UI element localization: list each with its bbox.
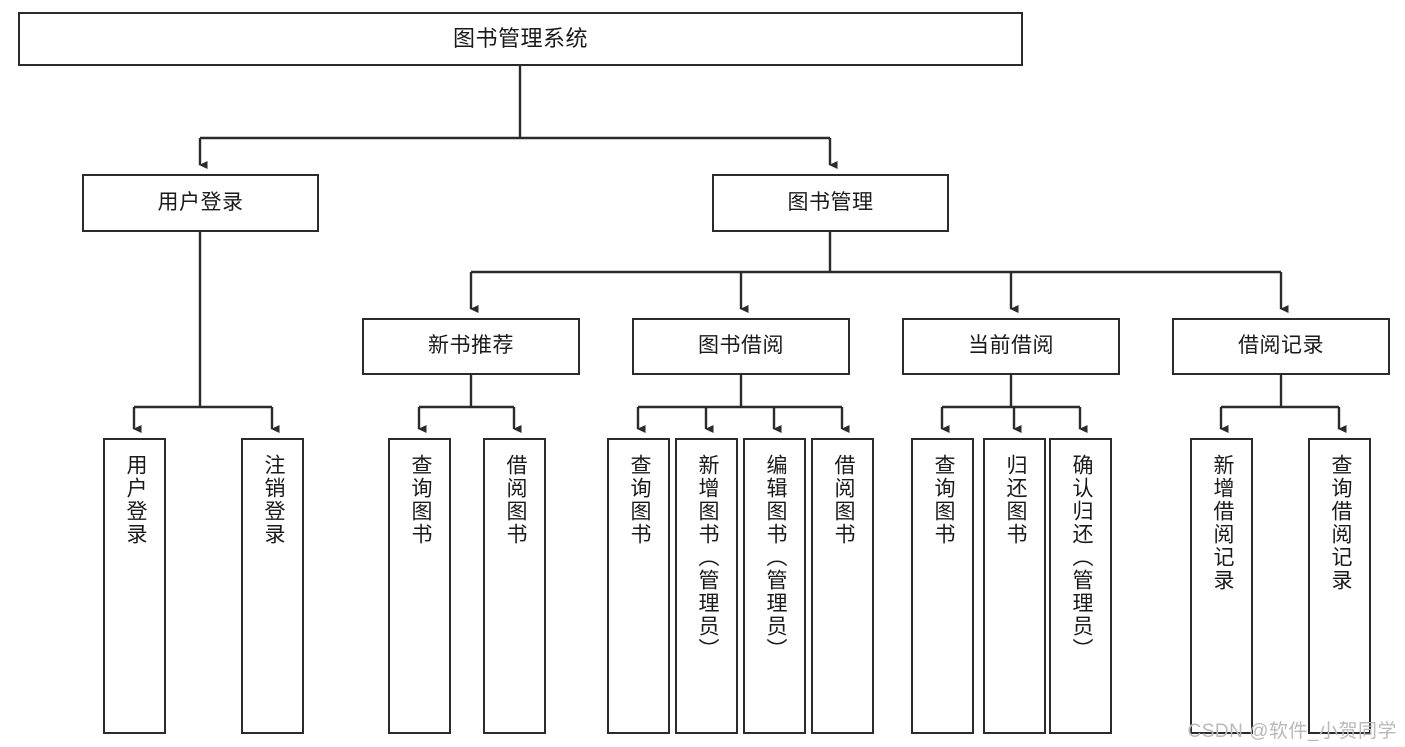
node-user-login-label: 用户登录	[157, 190, 244, 214]
node-new-book-rec-label: 新书推荐	[428, 334, 514, 358]
node-leaf-edit-book[interactable]: 编辑图书（管理员）	[743, 438, 806, 734]
node-current-borrow-label: 当前借阅	[968, 334, 1054, 358]
node-book-borrow-label: 图书借阅	[698, 334, 784, 358]
node-leaf-query-record[interactable]: 查询借阅记录	[1308, 438, 1371, 734]
node-leaf-add-record[interactable]: 新增借阅记录	[1190, 438, 1253, 734]
node-leaf-query-book-1[interactable]: 查询图书	[388, 438, 451, 734]
node-leaf-add-record-label: 新增借阅记录	[1210, 454, 1234, 592]
node-leaf-query-book-1-label: 查询图书	[408, 454, 432, 546]
node-leaf-borrow-book-1[interactable]: 借阅图书	[483, 438, 546, 734]
node-leaf-add-book-label: 新增图书（管理员）	[695, 454, 719, 661]
node-leaf-borrow-book-2-label: 借阅图书	[831, 454, 855, 546]
node-leaf-query-record-label: 查询借阅记录	[1328, 454, 1352, 592]
node-leaf-borrow-book-1-label: 借阅图书	[503, 454, 527, 546]
node-leaf-confirm-return[interactable]: 确认归还（管理员）	[1049, 438, 1112, 734]
node-user-login[interactable]: 用户登录	[82, 174, 319, 232]
node-book-manage-label: 图书管理	[787, 190, 874, 214]
watermark-text: CSDN @软件_小贺同学	[1187, 721, 1397, 742]
node-leaf-logout[interactable]: 注销登录	[241, 438, 304, 734]
node-leaf-query-book-3[interactable]: 查询图书	[911, 438, 974, 734]
node-root[interactable]: 图书管理系统	[18, 12, 1023, 66]
node-root-label: 图书管理系统	[452, 26, 588, 52]
node-book-manage[interactable]: 图书管理	[712, 174, 949, 232]
node-book-borrow[interactable]: 图书借阅	[632, 318, 850, 375]
node-new-book-rec[interactable]: 新书推荐	[362, 318, 580, 375]
node-leaf-add-book[interactable]: 新增图书（管理员）	[675, 438, 738, 734]
node-leaf-query-book-2[interactable]: 查询图书	[607, 438, 670, 734]
node-borrow-record-label: 借阅记录	[1238, 334, 1324, 358]
node-leaf-confirm-return-label: 确认归还（管理员）	[1069, 454, 1093, 661]
node-leaf-return-book-label: 归还图书	[1003, 454, 1027, 546]
node-leaf-borrow-book-2[interactable]: 借阅图书	[811, 438, 874, 734]
node-leaf-user-login-label: 用户登录	[123, 454, 147, 546]
node-leaf-edit-book-label: 编辑图书（管理员）	[763, 454, 787, 661]
node-leaf-user-login[interactable]: 用户登录	[103, 438, 166, 734]
node-borrow-record[interactable]: 借阅记录	[1172, 318, 1390, 375]
node-leaf-return-book[interactable]: 归还图书	[983, 438, 1046, 734]
node-leaf-query-book-3-label: 查询图书	[931, 454, 955, 546]
node-leaf-logout-label: 注销登录	[261, 454, 285, 546]
node-leaf-query-book-2-label: 查询图书	[627, 454, 651, 546]
node-current-borrow[interactable]: 当前借阅	[902, 318, 1120, 375]
